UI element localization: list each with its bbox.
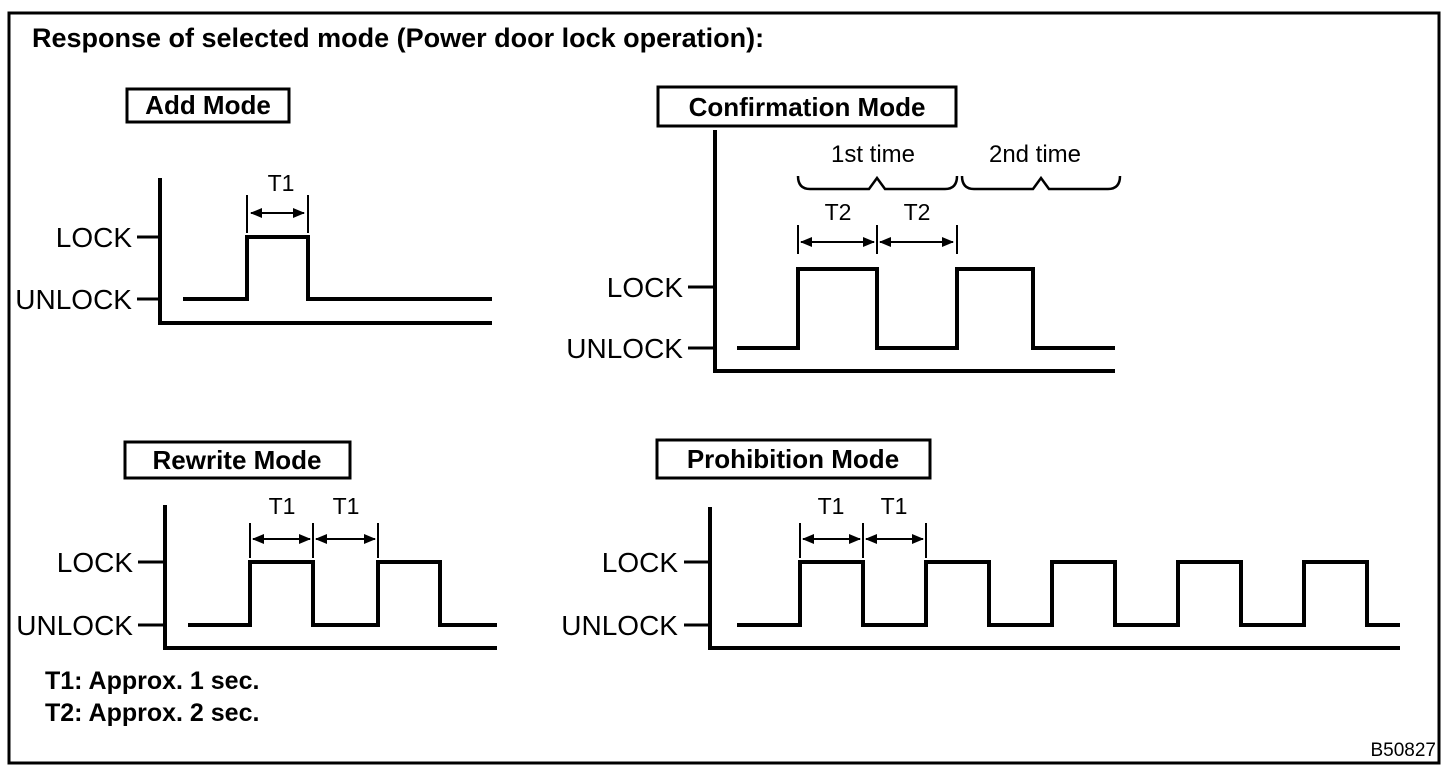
- add-mode-lock-label: LOCK: [56, 222, 133, 253]
- add-mode-axis: [158, 178, 492, 325]
- prohibition-mode-title-box: [655, 438, 932, 480]
- confirmation-mode-waveform: [737, 267, 1115, 350]
- rewrite-t1-label-2: T1: [333, 493, 360, 519]
- confirmation-unlock-label: UNLOCK: [566, 333, 683, 364]
- rewrite-lock-label: LOCK: [57, 547, 134, 578]
- rewrite-t1-label-1: T1: [269, 493, 296, 519]
- panel-confirmation-mode: Confirmation Mode 1st time 2nd time T2 T…: [566, 85, 1122, 373]
- note-t2: T2: Approx. 2 sec.: [45, 699, 259, 727]
- prohibition-unlock-label: UNLOCK: [561, 610, 678, 641]
- panel-rewrite-mode: Rewrite Mode T1 T1 LOCK UNLOCK: [16, 440, 497, 650]
- note-t1: T1: Approx. 1 sec.: [45, 667, 259, 695]
- rewrite-mode-title: Rewrite Mode: [152, 445, 321, 475]
- prohibition-mode-title: Prohibition Mode: [687, 444, 899, 474]
- prohibition-mode-waveform: [737, 560, 1400, 627]
- panel-prohibition-mode: Prohibition Mode T1 T1 LOCK UNLOCK: [561, 438, 1400, 650]
- confirmation-second-time-brace: [960, 175, 1122, 191]
- prohibition-t1-label-1: T1: [818, 493, 845, 519]
- rewrite-mode-axis: [163, 505, 497, 650]
- figure-code: B50827: [1370, 740, 1436, 761]
- prohibition-t1-label-2: T1: [881, 493, 908, 519]
- confirmation-t2-label-1: T2: [825, 199, 852, 225]
- rewrite-unlock-label: UNLOCK: [16, 610, 133, 641]
- add-mode-t1-label: T1: [268, 170, 295, 196]
- add-mode-title: Add Mode: [145, 90, 271, 120]
- figure-border: [7, 11, 1441, 765]
- confirmation-mode-title-box: [656, 85, 958, 128]
- confirmation-mode-title: Confirmation Mode: [689, 92, 926, 122]
- add-mode-unlock-label: UNLOCK: [15, 284, 132, 315]
- confirmation-lock-label: LOCK: [607, 272, 684, 303]
- rewrite-mode-waveform: [188, 560, 497, 627]
- add-mode-waveform: [183, 235, 492, 301]
- confirmation-first-time-brace: [796, 175, 959, 191]
- rewrite-mode-title-box: [123, 440, 352, 480]
- panel-add-mode: Add Mode LOCK UNLOCK T1: [15, 87, 492, 325]
- add-mode-title-box: [125, 87, 291, 124]
- figure-title: Response of selected mode (Power door lo…: [32, 23, 764, 53]
- confirmation-second-time-label: 2nd time: [989, 141, 1081, 168]
- confirmation-t2-label-2: T2: [904, 199, 931, 225]
- prohibition-lock-label: LOCK: [602, 547, 679, 578]
- confirmation-first-time-label: 1st time: [831, 141, 915, 168]
- confirmation-mode-axis: [713, 130, 1115, 373]
- prohibition-mode-axis: [708, 507, 1400, 650]
